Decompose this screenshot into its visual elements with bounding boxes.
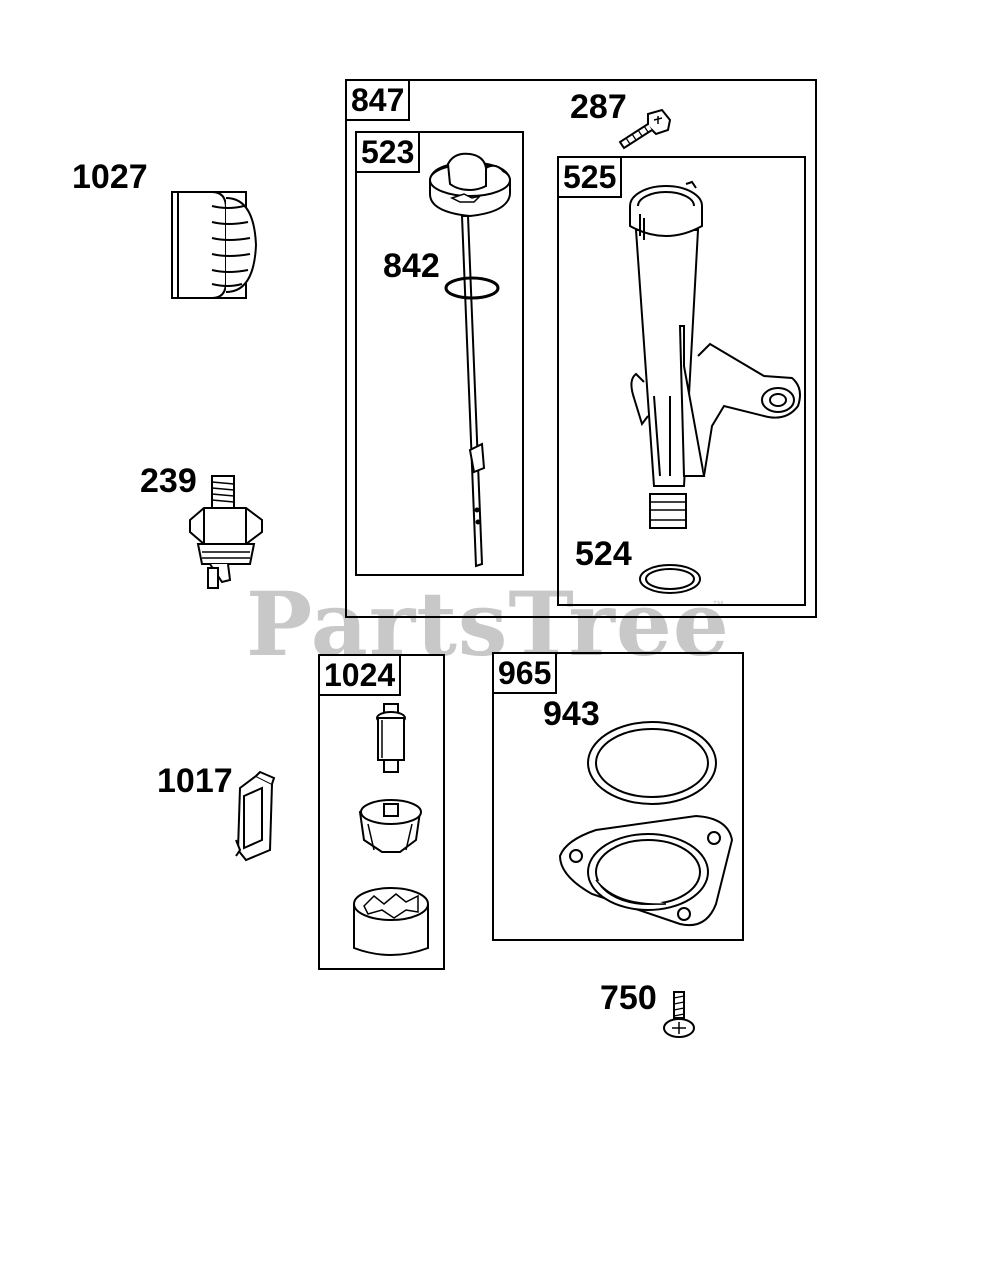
kit-box-1024: 1024 bbox=[318, 654, 445, 970]
kit-label-965[interactable]: 965 bbox=[492, 652, 558, 694]
kit-label-847[interactable]: 847 bbox=[345, 79, 411, 121]
screw-icon[interactable] bbox=[612, 108, 672, 152]
kit-box-523: 523 bbox=[355, 131, 524, 576]
dipstick-tube-icon[interactable] bbox=[614, 176, 808, 540]
callout-524[interactable]: 524 bbox=[575, 535, 632, 573]
flange-plate-icon[interactable] bbox=[556, 810, 736, 934]
oil-filter-adapter-icon[interactable] bbox=[346, 700, 436, 960]
o-ring-icon[interactable] bbox=[636, 560, 704, 598]
kit-label-525[interactable]: 525 bbox=[557, 156, 623, 198]
callout-1027[interactable]: 1027 bbox=[72, 158, 148, 196]
gasket-icon[interactable] bbox=[584, 718, 720, 808]
kit-label-1024[interactable]: 1024 bbox=[318, 654, 402, 696]
clip-icon[interactable] bbox=[230, 770, 280, 862]
oil-filter-icon[interactable] bbox=[168, 188, 262, 302]
kit-label-523[interactable]: 523 bbox=[355, 131, 421, 173]
screw-icon[interactable] bbox=[660, 990, 700, 1040]
callout-239[interactable]: 239 bbox=[140, 462, 197, 500]
kit-box-847: 847 bbox=[345, 79, 817, 618]
kit-box-525: 525 bbox=[557, 156, 806, 606]
callout-943[interactable]: 943 bbox=[543, 695, 600, 733]
callout-1017[interactable]: 1017 bbox=[157, 762, 233, 800]
kit-box-965: 965 bbox=[492, 652, 744, 941]
callout-287[interactable]: 287 bbox=[570, 88, 627, 126]
callout-750[interactable]: 750 bbox=[600, 979, 657, 1017]
dipstick-cap-icon[interactable] bbox=[424, 150, 524, 572]
callout-842[interactable]: 842 bbox=[383, 247, 440, 285]
oil-pressure-switch-icon[interactable] bbox=[184, 472, 270, 590]
